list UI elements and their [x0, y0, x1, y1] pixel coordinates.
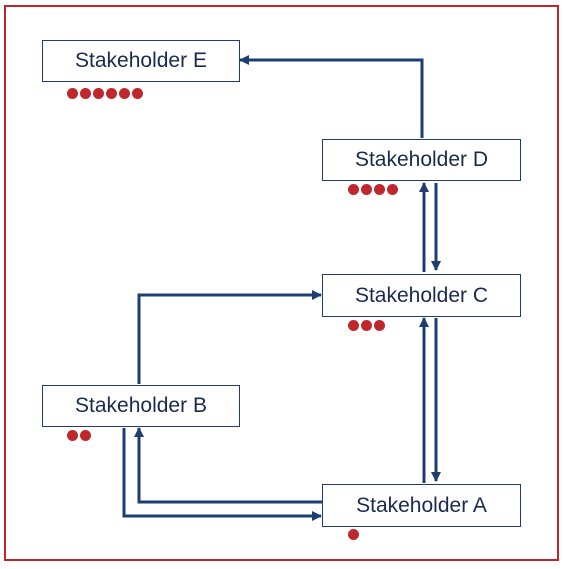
stakeholder-e-box: Stakeholder E [42, 40, 240, 82]
stakeholder-b-dots [67, 430, 91, 441]
edge-b-to-c [137, 290, 322, 384]
priority-dot [80, 430, 91, 441]
priority-dot [106, 88, 117, 99]
priority-dot [387, 184, 398, 195]
stakeholder-b-box: Stakeholder B [42, 385, 240, 427]
stakeholder-c-dots [348, 320, 385, 331]
stakeholder-a-label: Stakeholder A [356, 493, 487, 517]
priority-dot [348, 529, 359, 540]
stakeholder-a-dots [348, 529, 359, 540]
stakeholder-e-dots [67, 88, 143, 99]
stakeholder-d-box: Stakeholder D [322, 139, 521, 181]
priority-dot [361, 184, 372, 195]
diagram-frame [4, 5, 559, 561]
edge-a-to-b [134, 427, 322, 504]
edge-d-to-e [239, 55, 424, 138]
stakeholder-d-label: Stakeholder D [354, 148, 489, 171]
priority-dot [374, 184, 385, 195]
stakeholder-a-box: Stakeholder A [322, 484, 521, 527]
priority-dot [132, 88, 143, 99]
stakeholder-e-label: Stakeholder E [75, 49, 207, 72]
priority-dot [348, 184, 359, 195]
priority-dot [374, 320, 385, 331]
priority-dot [93, 88, 104, 99]
stakeholder-c-label: Stakeholder C [354, 283, 489, 307]
stakeholder-b-label: Stakeholder B [75, 394, 207, 417]
priority-dot [361, 320, 372, 331]
stakeholder-c-box: Stakeholder C [322, 274, 521, 317]
priority-dot [80, 88, 91, 99]
priority-dot [119, 88, 130, 99]
priority-dot [348, 320, 359, 331]
priority-dot [67, 88, 78, 99]
priority-dot [67, 430, 78, 441]
edge-b-to-a [122, 428, 322, 521]
stakeholder-d-dots [348, 184, 398, 195]
